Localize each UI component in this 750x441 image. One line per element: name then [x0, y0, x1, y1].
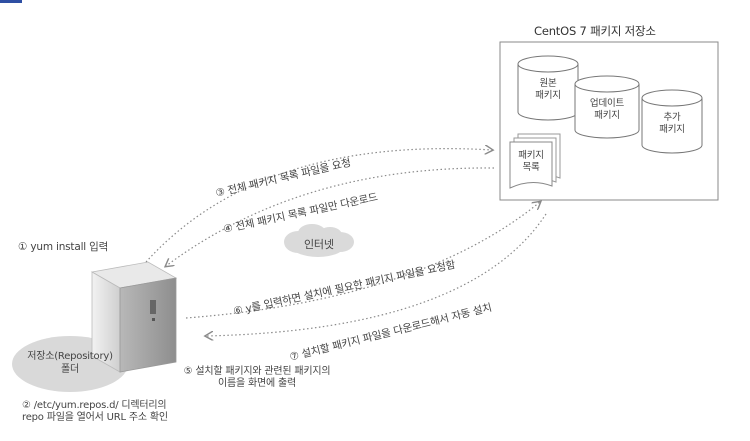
- step-2-label: ② /etc/yum.repos.d/ 디렉터리의 repo 파일을 열어서 U…: [22, 400, 168, 424]
- step-2-line2: repo 파일을 열어서 URL 주소 확인: [22, 412, 168, 423]
- db-update: [574, 75, 640, 139]
- internet-cloud: [284, 224, 354, 257]
- folder-label-line2: 폴더: [61, 364, 79, 375]
- arrow-step-6: [185, 202, 540, 319]
- internet-label: 인터넷: [304, 238, 334, 251]
- step-5-label: ⑤ 설치할 패키지와 관련된 패키지의 이름을 화면에 출력: [152, 366, 362, 390]
- db-update-line2: 패키지: [594, 110, 620, 121]
- package-list-line1: 패키지: [518, 150, 544, 161]
- db-original-line1: 원본: [539, 78, 557, 89]
- folder-label: 저장소(Repository) 폴더: [20, 350, 120, 376]
- step-5-line2: 이름을 화면에 출력: [218, 378, 296, 389]
- package-list-line2: 목록: [522, 162, 540, 173]
- db-original: [517, 55, 579, 121]
- db-update-label: 업데이트 패키지: [583, 98, 631, 122]
- db-original-line2: 패키지: [535, 90, 561, 101]
- step-5-line1: ⑤ 설치할 패키지와 관련된 패키지의: [183, 366, 331, 377]
- db-update-line1: 업데이트: [589, 98, 625, 109]
- repository-title: CentOS 7 패키지 저장소: [534, 24, 656, 38]
- step-2-line1: ② /etc/yum.repos.d/ 디렉터리의: [22, 400, 167, 411]
- db-extra-label: 추가 패키지: [652, 112, 692, 136]
- db-extra-line1: 추가: [663, 112, 681, 123]
- package-list-label: 패키지 목록: [512, 150, 550, 174]
- folder-label-line1: 저장소(Repository): [27, 351, 113, 362]
- step-1-label: ① yum install 입력: [18, 241, 109, 253]
- corner-accent: [0, 0, 22, 3]
- package-list-doc: [509, 133, 561, 189]
- server-icon: [90, 261, 178, 373]
- arrow-step-4: [166, 167, 495, 266]
- arrow-step-7: [206, 213, 547, 336]
- arrow-step-3: [145, 149, 492, 263]
- db-extra-line2: 패키지: [659, 124, 685, 135]
- db-extra: [641, 89, 703, 154]
- db-original-label: 원본 패키지: [528, 78, 568, 102]
